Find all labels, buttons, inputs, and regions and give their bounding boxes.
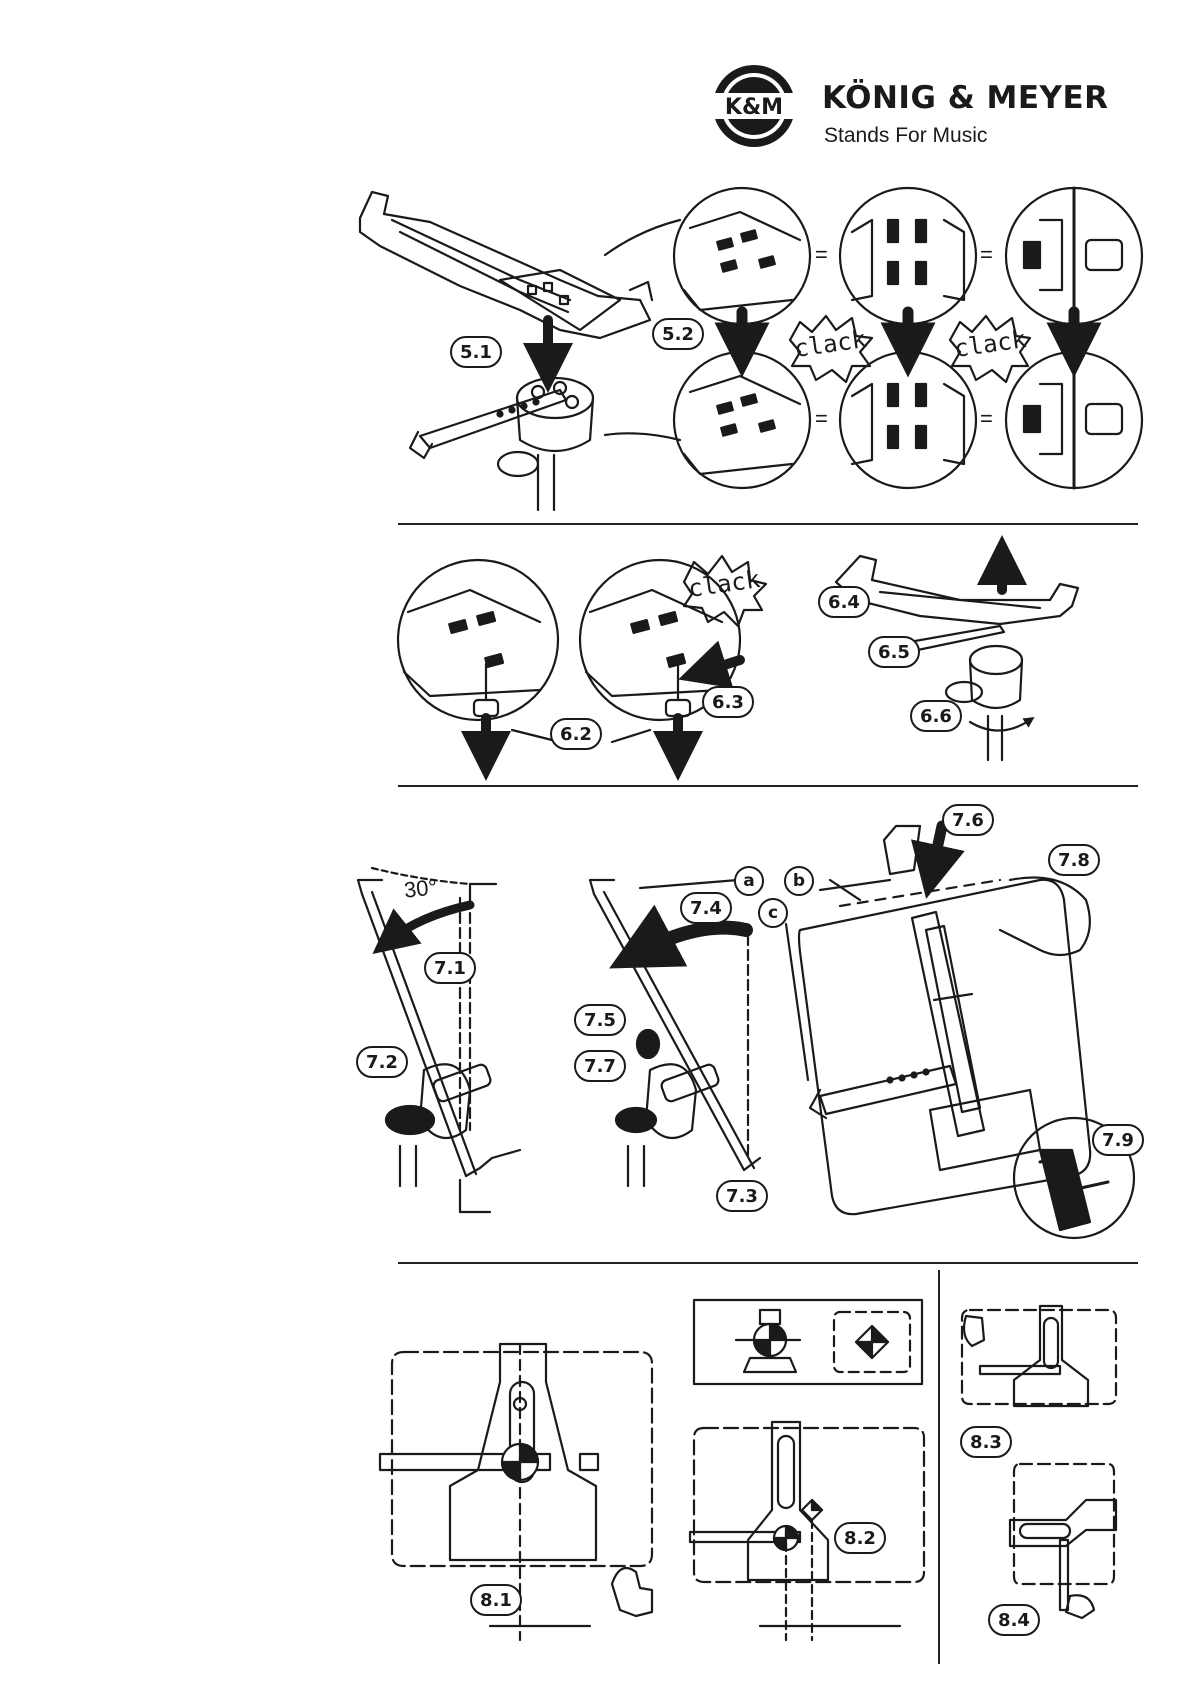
step8-orientation-drawings xyxy=(962,1306,1116,1618)
section-divider xyxy=(398,1262,1138,1264)
step7-tilt-drawing xyxy=(358,868,520,1212)
step-label-6-2: 6.2 xyxy=(550,718,602,750)
step-label-7-1: 7.1 xyxy=(424,952,476,984)
step-label-7-8: 7.8 xyxy=(1048,844,1100,876)
step-label-7-9: 7.9 xyxy=(1092,1124,1144,1156)
step-label-7-4: 7.4 xyxy=(680,892,732,924)
equals-sign: = xyxy=(815,406,828,432)
step-label-7-7: 7.7 xyxy=(574,1050,626,1082)
step5-holder-drawing xyxy=(360,192,680,510)
step-label-7-3: 7.3 xyxy=(716,1180,768,1212)
step-label-6-4: 6.4 xyxy=(818,586,870,618)
section-divider xyxy=(398,523,1138,525)
equals-sign: = xyxy=(815,242,828,268)
step-label-5-1: 5.1 xyxy=(450,336,502,368)
step7-tablet-drawing xyxy=(786,826,1134,1238)
step-label-7-2: 7.2 xyxy=(356,1046,408,1078)
step-label-6-6: 6.6 xyxy=(910,700,962,732)
marker-a: a xyxy=(734,866,764,896)
step8-balance-legend xyxy=(694,1300,922,1384)
step-label-8-1: 8.1 xyxy=(470,1584,522,1616)
step-label-6-3: 6.3 xyxy=(702,686,754,718)
callout-line xyxy=(786,924,808,1080)
callout-line xyxy=(830,880,860,900)
step-label-7-5: 7.5 xyxy=(574,1004,626,1036)
tilt-angle-label: 30° xyxy=(403,874,439,903)
marker-b: b xyxy=(784,866,814,896)
step-label-8-2: 8.2 xyxy=(834,1522,886,1554)
step5-detail-circles-before xyxy=(674,188,1142,324)
section-divider-vertical xyxy=(938,1270,940,1664)
step-label-7-6: 7.6 xyxy=(942,804,994,836)
equals-sign: = xyxy=(980,242,993,268)
marker-c: c xyxy=(758,898,788,928)
step-label-5-2: 5.2 xyxy=(652,318,704,350)
callout-line xyxy=(640,880,738,888)
step5-detail-circles-after xyxy=(674,352,1142,488)
callout-line xyxy=(612,730,650,742)
equals-sign: = xyxy=(980,406,993,432)
step-label-8-4: 8.4 xyxy=(988,1604,1040,1636)
step-label-6-5: 6.5 xyxy=(868,636,920,668)
step8-offset-drawing xyxy=(690,1422,924,1640)
section-divider xyxy=(398,785,1138,787)
step-label-8-3: 8.3 xyxy=(960,1426,1012,1458)
